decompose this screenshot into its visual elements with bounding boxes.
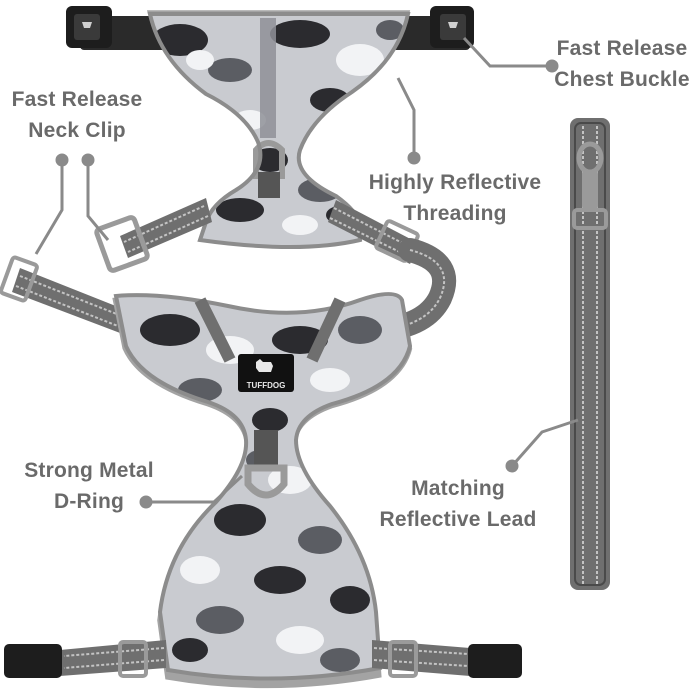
callout-fast-release-chest-buckle: Fast Release Chest Buckle <box>548 33 696 95</box>
chest-buckle-left <box>66 6 112 48</box>
bottom-left-buckle <box>4 644 62 678</box>
leader-neck-clip-left <box>34 160 64 255</box>
callout-line: Highly Reflective <box>368 171 542 194</box>
callout-line: Chest Buckle <box>554 68 690 91</box>
callout-line: D-Ring <box>53 490 124 513</box>
top-center-strap <box>260 18 276 138</box>
callout-matching-reflective-lead: Matching Reflective Lead <box>366 473 550 535</box>
brand-patch: TUFFDOG <box>238 354 294 392</box>
lead-clip <box>572 141 608 230</box>
lead <box>570 118 610 590</box>
leader-d-ring <box>146 474 244 504</box>
bottom-d-ring <box>244 464 288 499</box>
callout-line: Reflective Lead <box>379 508 537 531</box>
leader-chest-buckle <box>462 36 552 68</box>
top-right-side-strap <box>328 200 420 264</box>
bottom-right-strap <box>372 640 522 678</box>
leader-neck-clip-right <box>86 160 110 241</box>
bottom-right-buckle <box>468 644 522 678</box>
leader-reflective-threading <box>396 77 416 158</box>
neck-clip-buckle <box>94 215 150 273</box>
callout-line: Neck Clip <box>28 119 126 142</box>
callout-strong-metal-d-ring: Strong Metal D-Ring <box>4 455 174 517</box>
callout-line: Fast Release <box>11 88 143 111</box>
dog-logo-icon <box>256 359 273 372</box>
callout-line: Matching <box>411 477 505 500</box>
chest-buckle-right <box>430 6 474 48</box>
callout-fast-release-neck-clip: Fast Release Neck Clip <box>2 84 152 146</box>
callout-highly-reflective-threading: Highly Reflective Threading <box>352 167 558 229</box>
neck-strap <box>12 268 136 336</box>
leader-lead <box>510 418 579 467</box>
callout-line: Fast Release <box>556 37 688 60</box>
callout-line: Strong Metal <box>24 459 154 482</box>
callout-line: Threading <box>403 202 507 225</box>
callout-leaders <box>34 36 579 509</box>
bottom-left-strap <box>4 640 166 678</box>
brand-patch-text: TUFFDOG <box>247 381 286 390</box>
